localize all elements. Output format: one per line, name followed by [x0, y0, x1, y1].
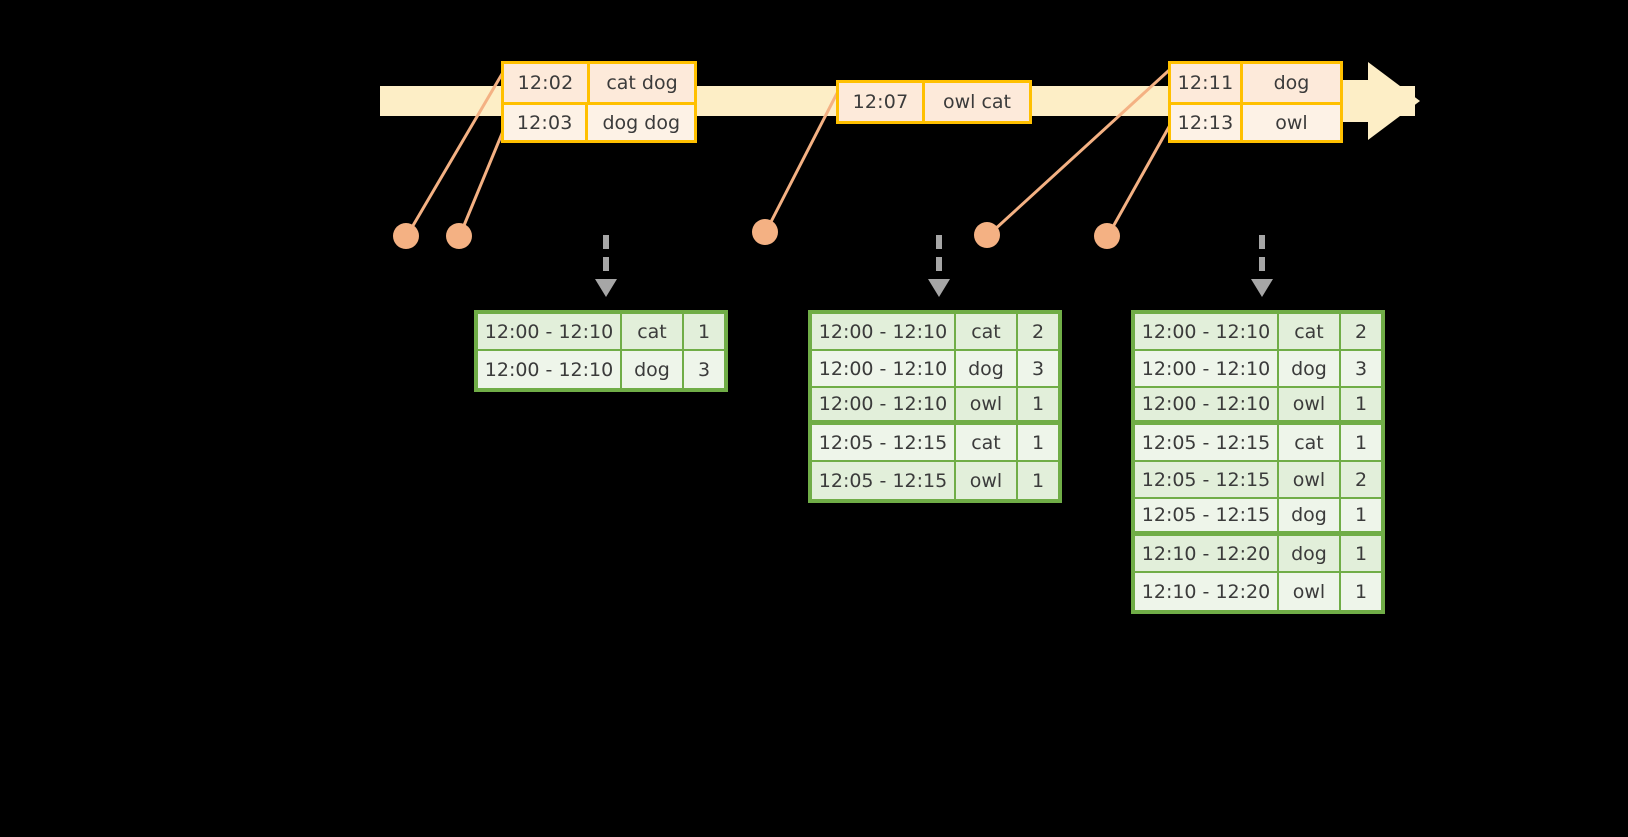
- cell-word: dog: [1279, 351, 1341, 386]
- event-row: 12:07 owl cat: [839, 83, 1029, 121]
- cell-count: 2: [1018, 314, 1058, 349]
- cell-window: 12:00 - 12:10: [812, 351, 956, 386]
- cell-word: owl: [1279, 388, 1341, 420]
- cell-window: 12:05 - 12:15: [1135, 462, 1279, 497]
- cell-count: 2: [1341, 314, 1381, 349]
- cell-count: 1: [1018, 462, 1058, 499]
- connector-dot-5: [1094, 223, 1120, 249]
- arrow-head-icon: [928, 279, 950, 297]
- arrow-shaft: [1259, 235, 1265, 283]
- cell-word: dog: [956, 351, 1018, 386]
- cell-window: 12:10 - 12:20: [1135, 573, 1279, 610]
- cell-count: 3: [1341, 351, 1381, 386]
- cell-count: 1: [1341, 536, 1381, 571]
- cell-window: 12:05 - 12:15: [812, 425, 956, 460]
- cell-window: 12:00 - 12:10: [812, 314, 956, 349]
- cell-word: owl: [1279, 462, 1341, 497]
- event-time: 12:11: [1171, 64, 1243, 102]
- cell-word: cat: [1279, 314, 1341, 349]
- cell-word: cat: [956, 314, 1018, 349]
- connector-dot-1: [393, 223, 419, 249]
- event-row: 12:03 dog dog: [504, 102, 694, 140]
- cell-window: 12:00 - 12:10: [1135, 388, 1279, 420]
- cell-count: 2: [1341, 462, 1381, 497]
- cell-count: 3: [684, 351, 724, 388]
- cell-count: 1: [1341, 499, 1381, 531]
- cell-word: dog: [1279, 536, 1341, 571]
- event-row: 12:11 dog: [1171, 64, 1340, 102]
- cell-window: 12:05 - 12:15: [1135, 425, 1279, 460]
- event-words: cat dog: [606, 72, 678, 94]
- cell-word: cat: [622, 314, 684, 349]
- cell-count: 1: [1341, 388, 1381, 420]
- event-box-1[interactable]: 12:02 cat dog 12:03 dog dog: [501, 61, 697, 143]
- event-row: 12:13 owl: [1171, 102, 1340, 140]
- event-words: dog dog: [602, 111, 680, 134]
- connector-dot-3: [752, 219, 778, 245]
- cell-window: 12:00 - 12:10: [478, 351, 622, 388]
- arrow-head-icon: [595, 279, 617, 297]
- cell-window: 12:05 - 12:15: [812, 462, 956, 499]
- arrow-shaft: [603, 235, 609, 283]
- timeline-arrow-head-icon: [1368, 62, 1420, 140]
- cell-count: 1: [1341, 573, 1381, 610]
- connector-line-5: [1105, 120, 1174, 239]
- cell-count: 1: [1018, 425, 1058, 460]
- event-time: 12:03: [504, 105, 589, 140]
- event-time: 12:02: [504, 64, 590, 102]
- connector-dot-2: [446, 223, 472, 249]
- event-box-3[interactable]: 12:11 dog 12:13 owl: [1168, 61, 1343, 143]
- event-words: dog: [1273, 72, 1310, 94]
- cell-word: cat: [956, 425, 1018, 460]
- event-time: 12:13: [1171, 105, 1243, 140]
- event-time: 12:07: [839, 83, 925, 121]
- event-words: owl cat: [942, 91, 1012, 113]
- cell-word: cat: [1279, 425, 1341, 460]
- cell-word: owl: [1279, 573, 1341, 610]
- arrow-shaft: [936, 235, 942, 283]
- cell-word: dog: [1279, 499, 1341, 531]
- event-box-2[interactable]: 12:07 owl cat: [836, 80, 1032, 124]
- cell-count: 1: [684, 314, 724, 349]
- cell-window: 12:00 - 12:10: [478, 314, 622, 349]
- cell-window: 12:10 - 12:20: [1135, 536, 1279, 571]
- arrow-head-icon: [1251, 279, 1273, 297]
- cell-count: 3: [1018, 351, 1058, 386]
- event-words: owl: [1275, 111, 1308, 134]
- cell-window: 12:00 - 12:10: [1135, 351, 1279, 386]
- cell-count: 1: [1341, 425, 1381, 460]
- cell-count: 1: [1018, 388, 1058, 420]
- connector-dot-4: [974, 222, 1000, 248]
- cell-window: 12:00 - 12:10: [812, 388, 956, 420]
- cell-word: dog: [622, 351, 684, 388]
- cell-word: owl: [956, 388, 1018, 420]
- cell-word: owl: [956, 462, 1018, 499]
- event-row: 12:02 cat dog: [504, 64, 694, 102]
- cell-window: 12:05 - 12:15: [1135, 499, 1279, 531]
- cell-window: 12:00 - 12:10: [1135, 314, 1279, 349]
